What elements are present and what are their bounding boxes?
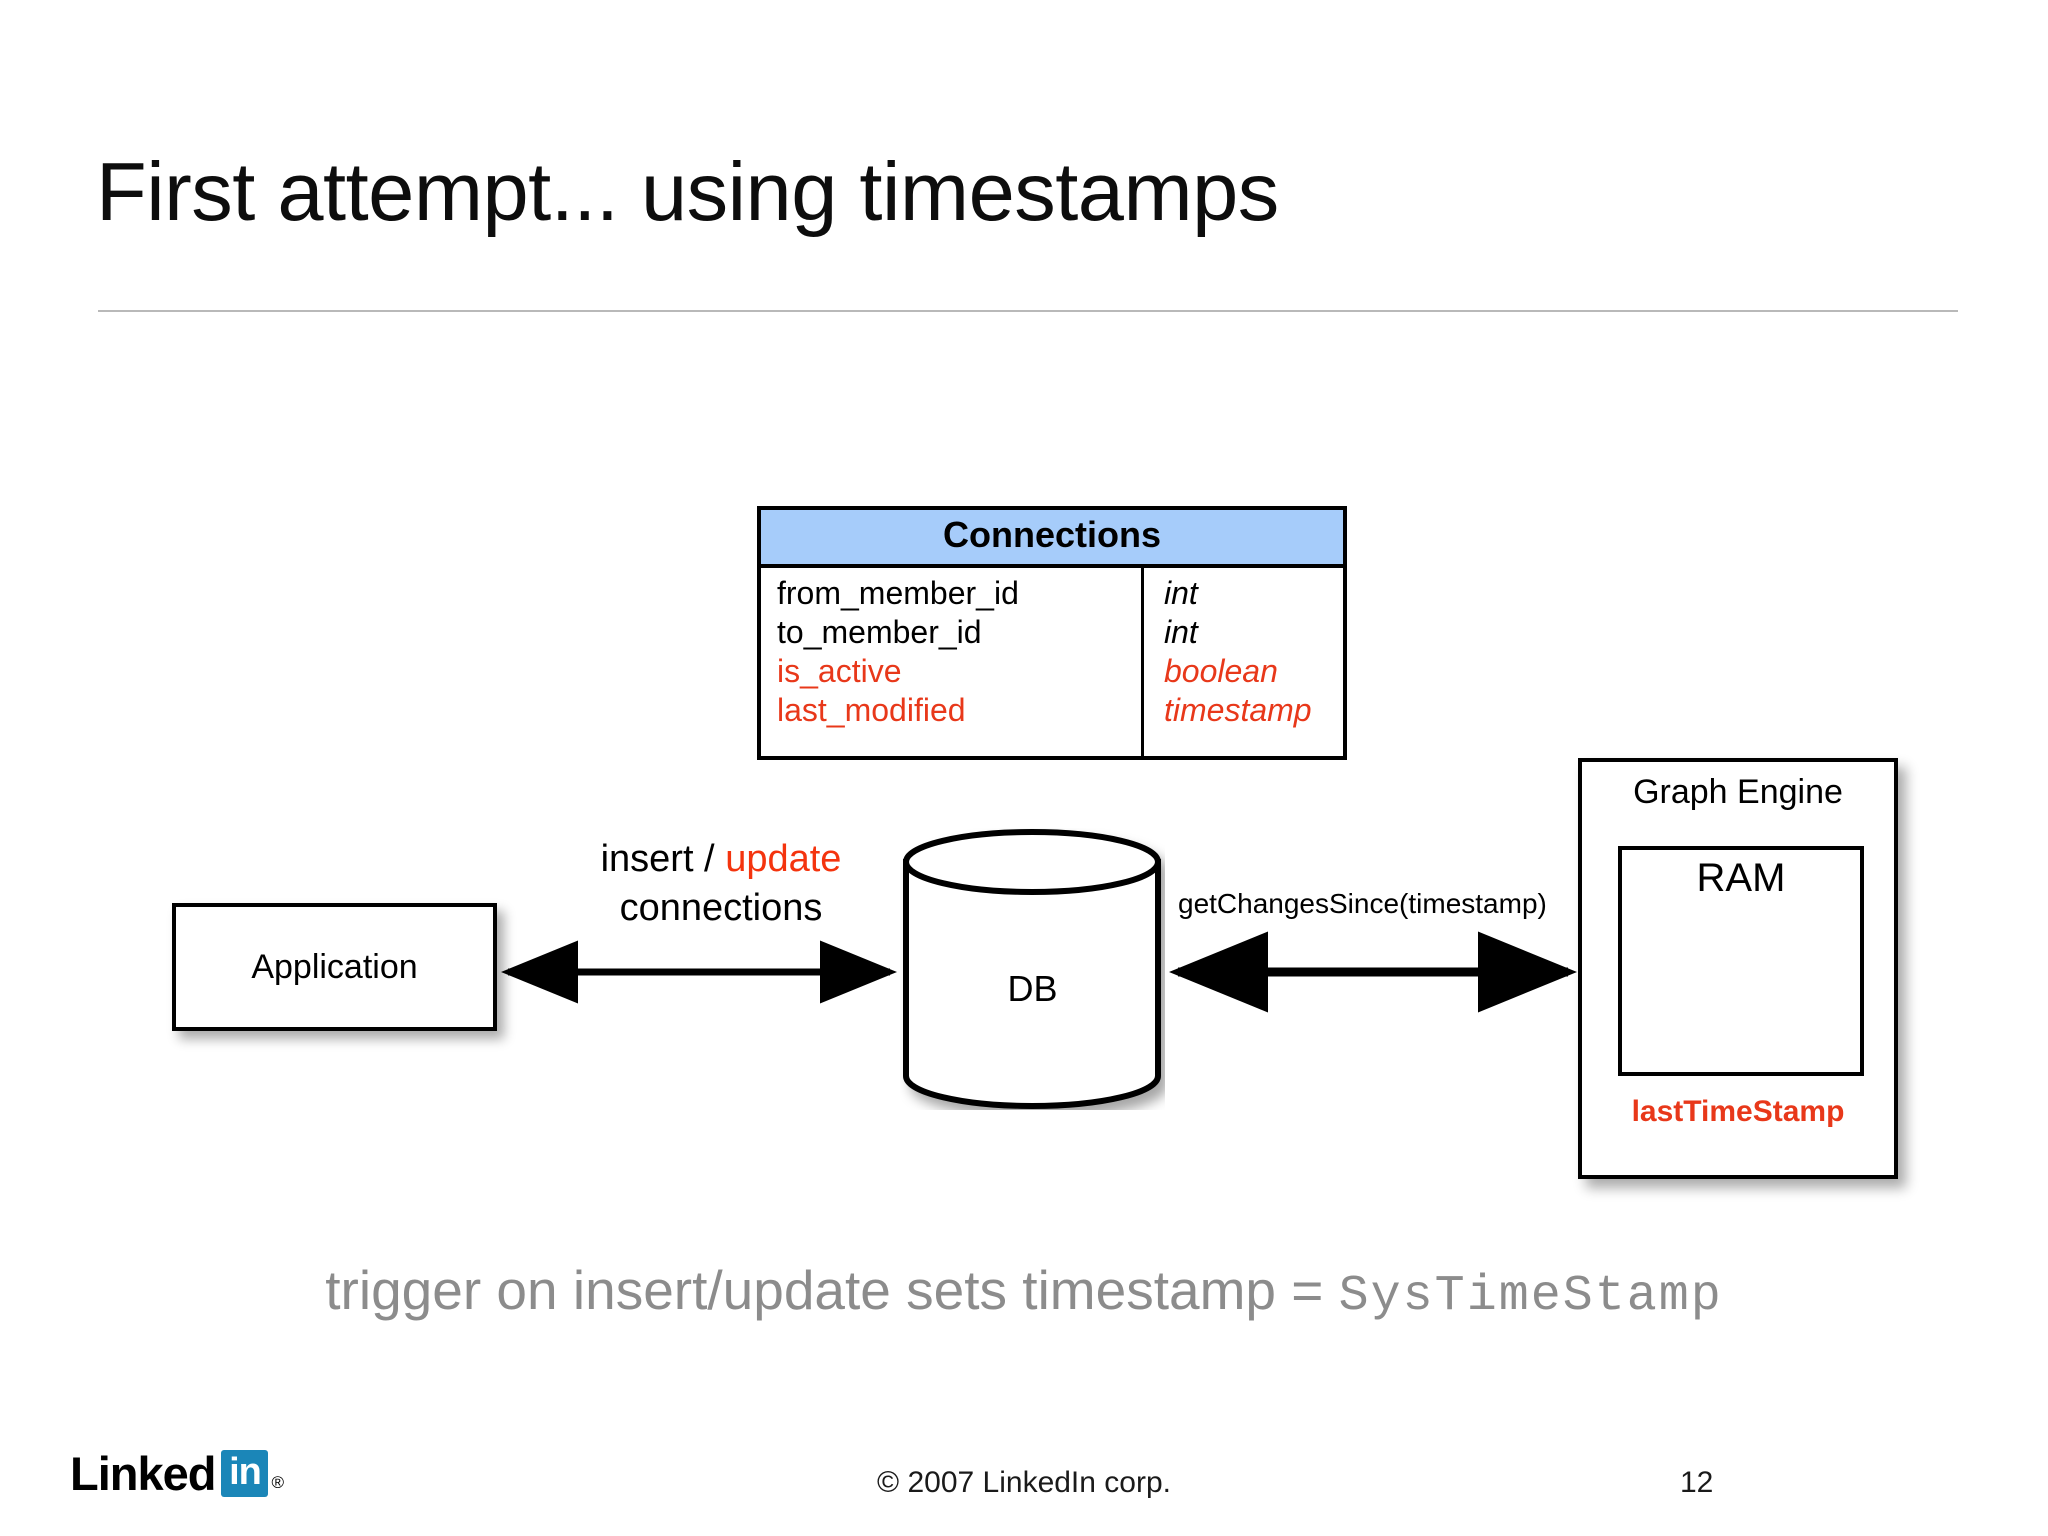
table-row: int	[1164, 574, 1198, 611]
insert-update-line2: connections	[619, 887, 823, 929]
ram-node: RAM	[1618, 846, 1864, 1076]
linkedin-badge-text: in	[229, 1451, 262, 1493]
linkedin-badge-icon: in	[221, 1450, 269, 1497]
table-row: last_modified	[777, 691, 966, 728]
connections-table-body: from_member_id to_member_id is_active la…	[761, 567, 1343, 756]
application-node: Application	[172, 903, 497, 1031]
insert-update-line1: insert / update	[556, 835, 886, 884]
linkedin-logo: Linked in ®	[70, 1450, 284, 1497]
table-row: is_active	[777, 652, 902, 689]
table-row: timestamp	[1164, 691, 1312, 728]
linkedin-wordmark: Linked	[70, 1447, 216, 1500]
page-number: 12	[1680, 1466, 1714, 1499]
ram-label: RAM	[1696, 856, 1786, 900]
table-row: boolean	[1164, 652, 1278, 689]
graph-engine-node: Graph Engine RAM lastTimeStamp	[1578, 758, 1898, 1179]
registered-trademark-icon: ®	[271, 1473, 284, 1492]
caption-prefix: trigger on insert/update sets timestamp …	[325, 1259, 1339, 1321]
caption-mono: SysTimeStamp	[1338, 1268, 1723, 1325]
database-label: DB	[1007, 968, 1058, 1009]
get-changes-since-edge-label: getChangesSince(timestamp)	[1178, 888, 1547, 919]
page-title: First attempt... using timestamps	[96, 145, 1279, 238]
table-row: int	[1164, 613, 1198, 650]
application-label: Application	[251, 947, 418, 986]
database-cylinder-icon	[903, 829, 1161, 1109]
connections-table: Connections from_member_id to_member_id …	[757, 506, 1347, 760]
insert-prefix: insert /	[600, 838, 726, 880]
last-timestamp-label: lastTimeStamp	[1631, 1095, 1845, 1128]
table-row: from_member_id	[777, 574, 1019, 611]
connections-field-column: from_member_id to_member_id is_active la…	[761, 567, 1144, 756]
title-divider	[98, 310, 1958, 312]
bottom-caption: trigger on insert/update sets timestamp …	[0, 1258, 2048, 1325]
copyright-notice: © 2007 LinkedIn corp.	[877, 1466, 1171, 1499]
connections-table-header: Connections	[761, 510, 1343, 568]
insert-update-edge-label: insert / update connections	[556, 835, 886, 933]
database-node: DB	[900, 828, 1165, 1110]
graph-engine-label: Graph Engine	[1633, 773, 1843, 811]
connections-type-column: int int boolean timestamp	[1144, 568, 1343, 756]
update-highlight: update	[725, 838, 842, 880]
table-row: to_member_id	[777, 613, 982, 650]
